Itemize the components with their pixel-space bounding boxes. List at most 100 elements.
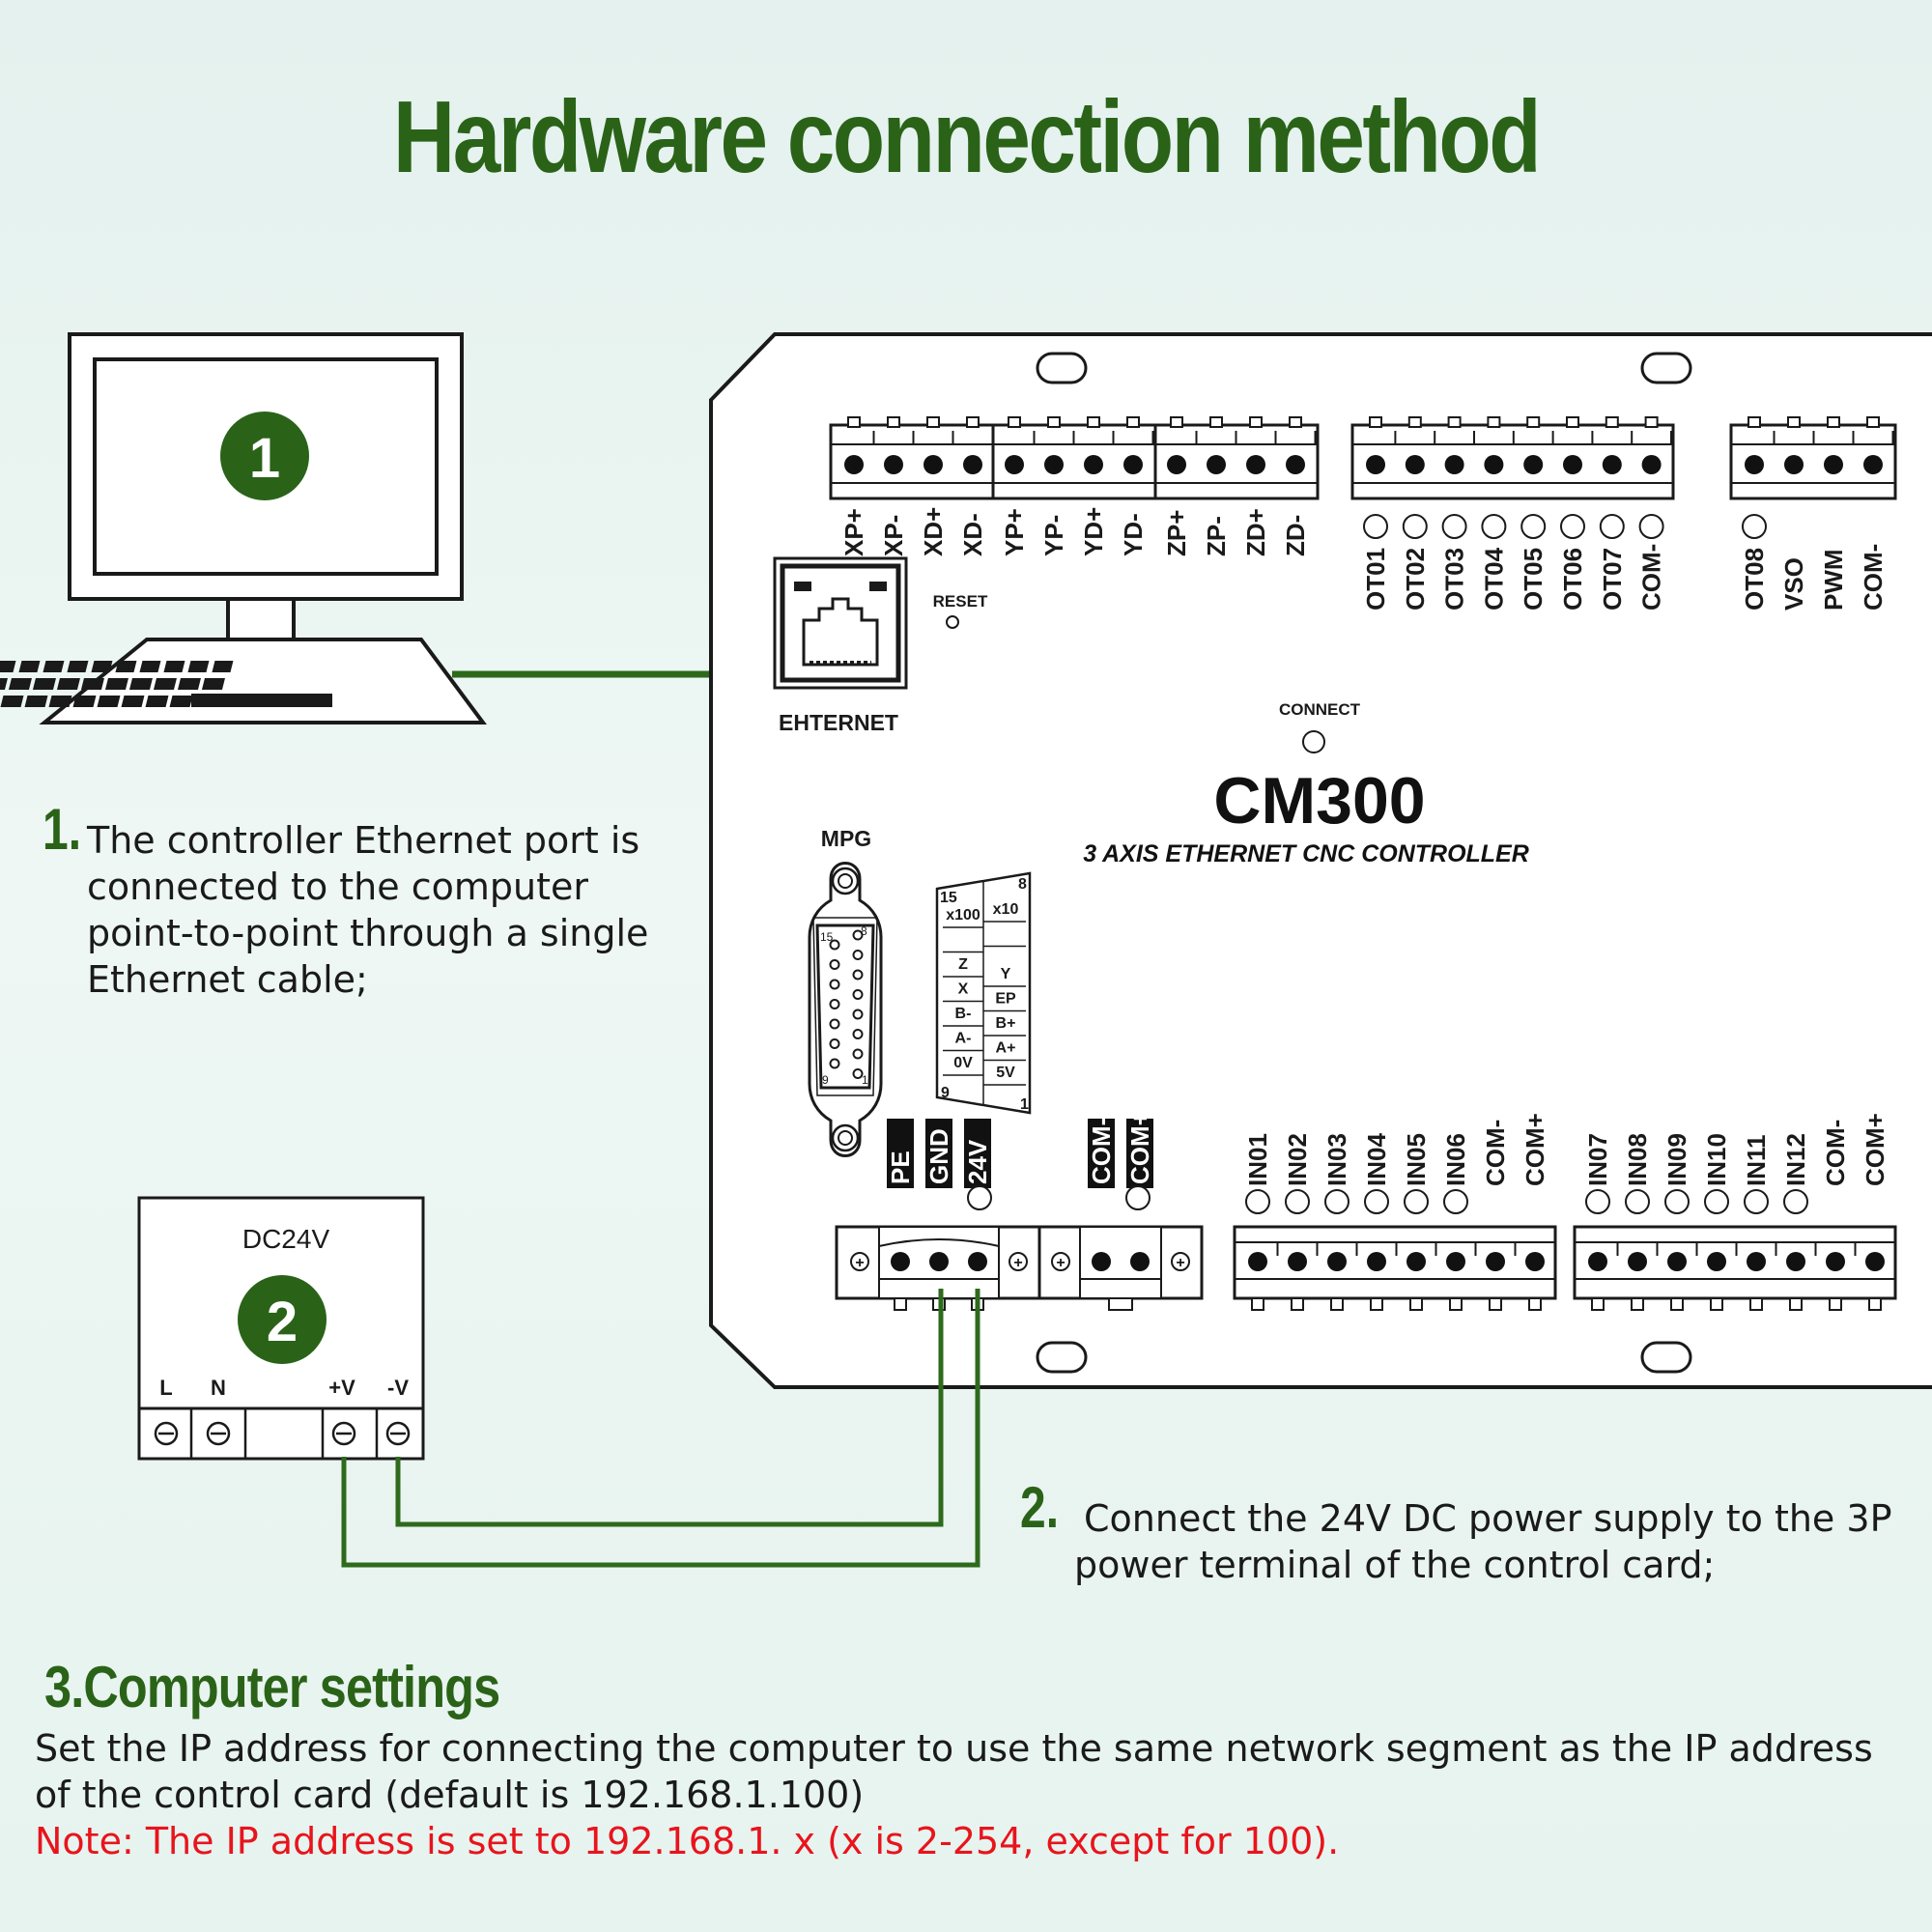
input-led xyxy=(1625,1189,1650,1214)
terminal-screw xyxy=(1484,455,1504,474)
status-led xyxy=(1363,514,1388,539)
terminal-screw xyxy=(1667,1252,1687,1271)
input-label-complus: COM+ xyxy=(1861,1113,1889,1186)
mounting-hole xyxy=(1036,1341,1088,1374)
input-led xyxy=(1704,1189,1729,1214)
mpg-table-pin-1: 1 xyxy=(1020,1096,1029,1113)
power-label-24v: 24V xyxy=(963,1119,992,1188)
terminal-screw xyxy=(1446,1252,1465,1271)
mount-screw-icon xyxy=(1009,1252,1028,1271)
terminal-screw xyxy=(891,1252,910,1271)
mpg-pin-z: Z xyxy=(958,956,968,973)
terminal-screw xyxy=(1367,1252,1386,1271)
terminal-screw xyxy=(1444,455,1464,474)
svg-text:COM-: COM- xyxy=(1087,1118,1116,1184)
terminal-screw xyxy=(1641,455,1662,474)
terminal-label-zpplus: ZP+ xyxy=(1162,510,1191,556)
input-led xyxy=(1324,1189,1350,1214)
input-led xyxy=(1783,1189,1808,1214)
reset-button[interactable] xyxy=(946,615,959,629)
terminal-label-zdminus: ZD- xyxy=(1281,515,1310,556)
mount-screw-mark: + xyxy=(1176,1255,1184,1271)
terminal-screw xyxy=(884,455,903,474)
terminal-screw xyxy=(1207,455,1226,474)
status-led xyxy=(1402,514,1428,539)
terminal-screw xyxy=(1747,1252,1766,1271)
terminal-label-xpplus: XP+ xyxy=(839,508,868,556)
terminal-screw xyxy=(844,455,864,474)
terminal-label-ypplus: YP+ xyxy=(1000,508,1029,556)
mpg-table-pin-15: 15 xyxy=(940,890,957,906)
terminal-screw xyxy=(1130,1252,1150,1271)
svg-text:COM+: COM+ xyxy=(1125,1111,1154,1184)
mpg-pin-bplus: B+ xyxy=(996,1015,1016,1032)
terminal-screw xyxy=(1246,455,1265,474)
mount-screw-mark: + xyxy=(1013,1255,1022,1271)
status-led xyxy=(1441,514,1467,539)
terminal-screw xyxy=(1707,1252,1726,1271)
ethernet-port xyxy=(773,556,908,690)
terminal-screw xyxy=(923,455,943,474)
ethernet-label: EHTERNET xyxy=(779,710,898,735)
terminal-screw xyxy=(1167,455,1186,474)
mpg-pin-x10: x10 xyxy=(993,901,1019,918)
step2-number: 2. xyxy=(1020,1475,1060,1540)
terminal-screw xyxy=(1092,1252,1111,1271)
com-led xyxy=(1125,1185,1151,1210)
computer-badge: 1 xyxy=(249,427,280,490)
terminal-screw xyxy=(1826,1252,1845,1271)
terminal-label-zdplus: ZD+ xyxy=(1241,508,1270,556)
mpg-table-pin-9: 9 xyxy=(941,1085,950,1101)
status-led xyxy=(1481,514,1507,539)
terminal-label-xdplus: XD+ xyxy=(919,507,948,556)
terminal-screw xyxy=(1286,455,1305,474)
mpg-pin-5v: 5V xyxy=(996,1065,1015,1081)
output-label-ot02: OT02 xyxy=(1401,548,1430,611)
terminal-screw xyxy=(1523,455,1544,474)
terminal-screw xyxy=(1824,455,1843,474)
terminal-screw xyxy=(1288,1252,1307,1271)
output-label-ot05: OT05 xyxy=(1519,548,1548,611)
mpg-table-pin-8: 8 xyxy=(1018,876,1027,893)
mpg-pin-bminus: B- xyxy=(955,1006,972,1022)
mpg-label: MPG xyxy=(821,826,871,851)
terminal-screw xyxy=(1628,1252,1647,1271)
input-label-in02: IN02 xyxy=(1283,1133,1312,1186)
terminal-block: YP+YP-YD+YD- xyxy=(991,416,1157,556)
mpg-pin-x100: x100 xyxy=(946,907,980,923)
output-label-com-minus: COM- xyxy=(1637,544,1666,611)
output-label-vso: VSO xyxy=(1779,557,1808,611)
terminal-label-ydminus: YD- xyxy=(1119,513,1148,556)
svg-text:GND: GND xyxy=(924,1128,953,1184)
mpg-pin-y: Y xyxy=(1001,966,1011,982)
terminal-label-zpminus: ZP- xyxy=(1202,516,1231,556)
computer-icon: 1 xyxy=(0,332,487,724)
status-led xyxy=(1520,514,1547,539)
mount-screw-icon xyxy=(850,1252,869,1271)
mounting-hole xyxy=(1640,1341,1692,1374)
input-label-in08: IN08 xyxy=(1623,1133,1652,1186)
connect-led xyxy=(1302,730,1325,753)
psu-badge-circle xyxy=(238,1275,327,1364)
input-label-in03: IN03 xyxy=(1322,1133,1351,1186)
output-label-ot08: OT08 xyxy=(1740,548,1769,611)
input-label-in04: IN04 xyxy=(1362,1133,1391,1186)
input-label-complus: COM+ xyxy=(1520,1113,1549,1186)
step1-text: The controller Ethernet port is connecte… xyxy=(87,819,649,1001)
input-terminal-block xyxy=(1233,1225,1557,1311)
input-label-comminus: COM- xyxy=(1481,1120,1510,1186)
psu-terminal-label-minusv: -V xyxy=(387,1376,409,1400)
terminal-screw xyxy=(1865,1252,1885,1271)
status-led xyxy=(1742,514,1767,539)
mpg-pin-15: 15 xyxy=(820,930,834,944)
section3-note: Note: The IP address is set to 192.168.1… xyxy=(35,1820,1340,1862)
input-led xyxy=(1585,1189,1610,1214)
terminal-label-xdminus: XD- xyxy=(958,513,987,556)
power-led xyxy=(967,1185,992,1210)
